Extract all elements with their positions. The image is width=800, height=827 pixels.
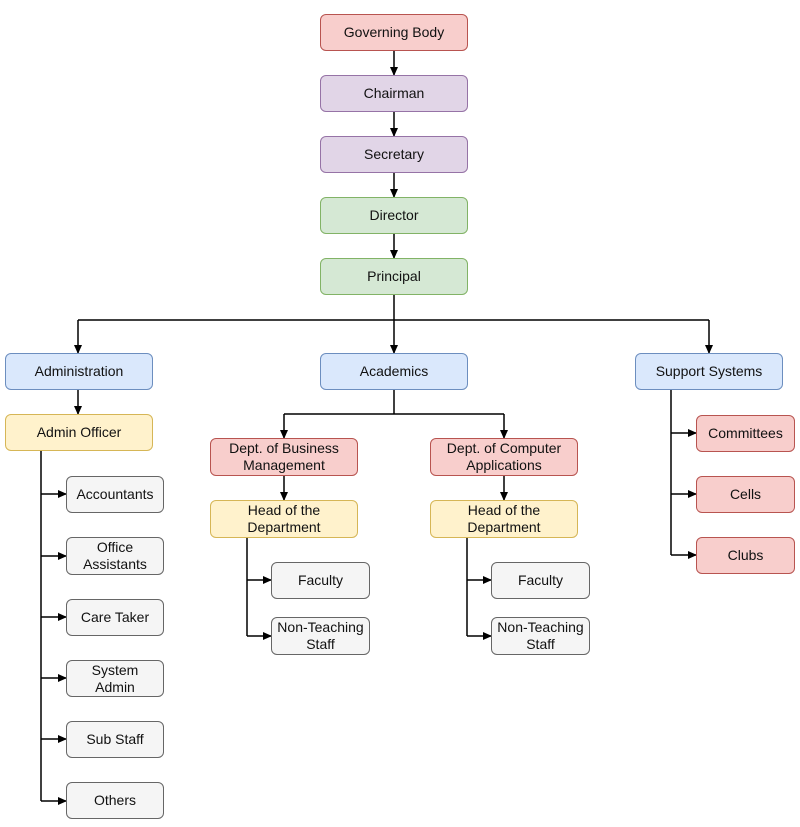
office-assistants-node: Office Assistants	[66, 537, 164, 575]
secretary-node: Secretary	[320, 136, 468, 173]
admin-officer-node: Admin Officer	[5, 414, 153, 451]
cells-node: Cells	[696, 476, 795, 513]
governing-body-node: Governing Body	[320, 14, 468, 51]
academics-node: Academics	[320, 353, 468, 390]
business-nonteaching-node: Non-Teaching Staff	[271, 617, 370, 655]
business-head-node: Head of the Department	[210, 500, 358, 538]
business-faculty-node: Faculty	[271, 562, 370, 599]
administration-node: Administration	[5, 353, 153, 390]
accountants-node: Accountants	[66, 476, 164, 513]
clubs-node: Clubs	[696, 537, 795, 574]
principal-node: Principal	[320, 258, 468, 295]
sub-staff-node: Sub Staff	[66, 721, 164, 758]
dept-business-node: Dept. of Business Management	[210, 438, 358, 476]
care-taker-node: Care Taker	[66, 599, 164, 636]
computer-faculty-node: Faculty	[491, 562, 590, 599]
committees-node: Committees	[696, 415, 795, 452]
dept-computer-node: Dept. of Computer Applications	[430, 438, 578, 476]
computer-nonteaching-node: Non-Teaching Staff	[491, 617, 590, 655]
support-systems-node: Support Systems	[635, 353, 783, 390]
others-node: Others	[66, 782, 164, 819]
system-admin-node: System Admin	[66, 660, 164, 697]
chairman-node: Chairman	[320, 75, 468, 112]
director-node: Director	[320, 197, 468, 234]
computer-head-node: Head of the Department	[430, 500, 578, 538]
